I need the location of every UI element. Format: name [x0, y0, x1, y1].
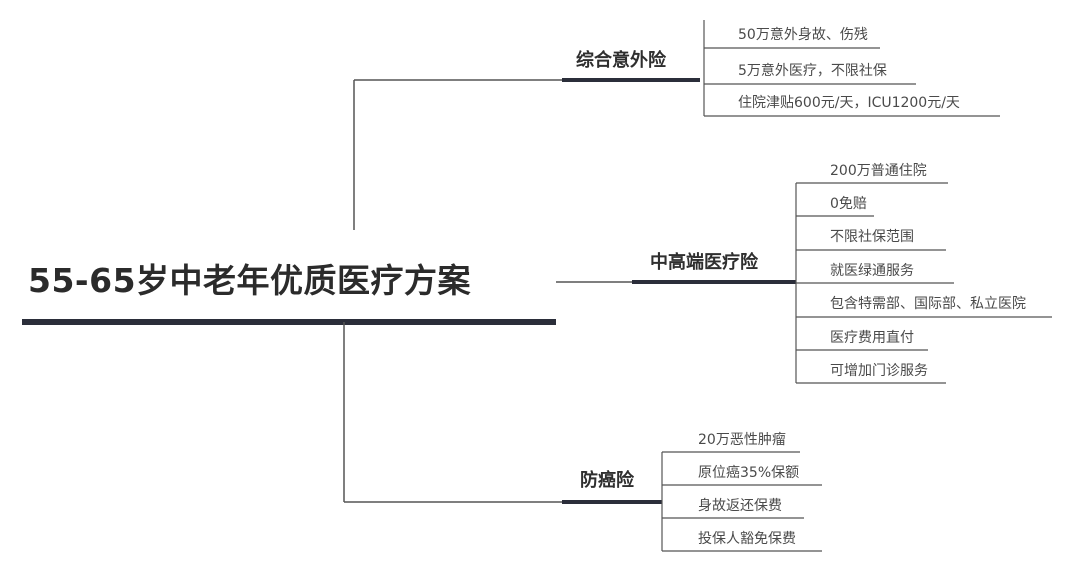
- leaf-medical-6: 医疗费用直付: [830, 330, 914, 346]
- leaf-medical-5: 包含特需部、国际部、私立医院: [830, 296, 1026, 312]
- leaf-cancer-4: 投保人豁免保费: [698, 531, 796, 547]
- leaf-medical-2: 0免赔: [830, 196, 867, 212]
- leaf-cancer-3: 身故返还保费: [698, 498, 782, 514]
- leaf-accident-1: 50万意外身故、伤残: [738, 27, 868, 43]
- branch-title-medical: 中高端医疗险: [650, 252, 758, 273]
- leaf-cancer-1: 20万恶性肿瘤: [698, 432, 786, 448]
- leaf-cancer-2: 原位癌35%保额: [698, 465, 800, 481]
- leaf-medical-3: 不限社保范围: [830, 229, 914, 245]
- root-title: 55-65岁中老年优质医疗方案: [28, 261, 472, 300]
- leaf-medical-1: 200万普通住院: [830, 163, 927, 179]
- branch-title-cancer: 防癌险: [580, 470, 634, 491]
- leaf-accident-2: 5万意外医疗，不限社保: [738, 63, 887, 79]
- leaf-medical-7: 可增加门诊服务: [830, 363, 928, 379]
- branch-title-accident: 综合意外险: [576, 50, 666, 71]
- leaf-accident-3: 住院津贴600元/天，ICU1200元/天: [738, 95, 960, 111]
- leaf-medical-4: 就医绿通服务: [830, 263, 914, 279]
